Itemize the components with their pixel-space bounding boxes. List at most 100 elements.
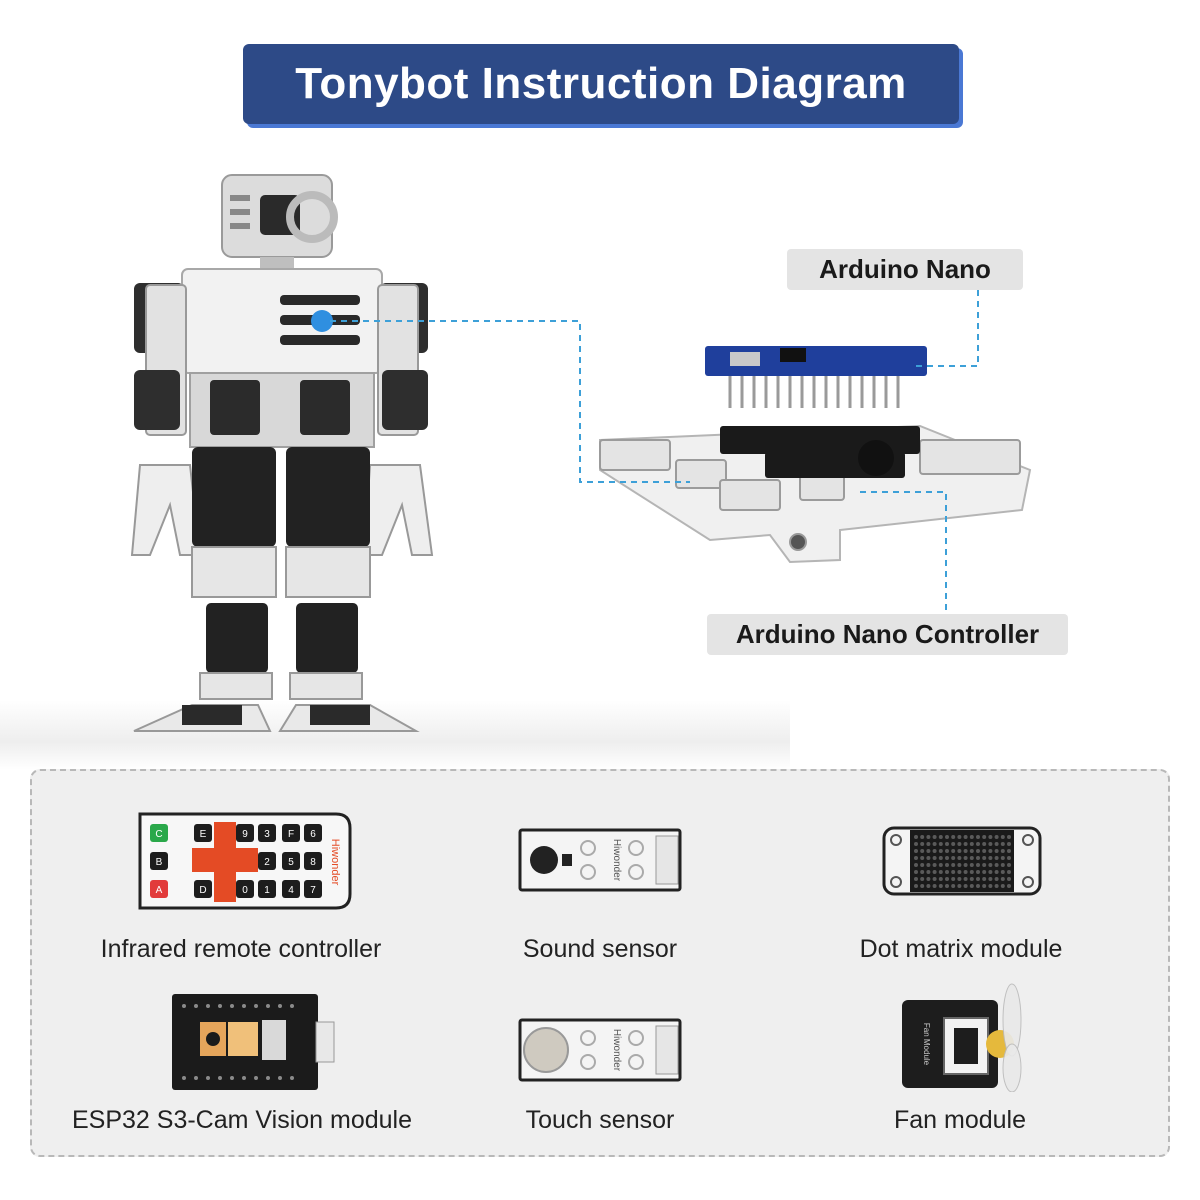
remote-key-label: 6 xyxy=(310,829,316,840)
matrix-dot xyxy=(957,856,962,860)
tonybot-robot xyxy=(120,165,440,745)
matrix-dot xyxy=(994,863,999,867)
matrix-dot xyxy=(1007,884,1011,888)
matrix-dot xyxy=(957,870,962,874)
matrix-dot xyxy=(1007,856,1011,860)
module-label-ir-remote: Infrared remote controller xyxy=(100,935,382,963)
matrix-dot xyxy=(1007,835,1011,839)
matrix-dot xyxy=(920,870,925,874)
matrix-dot xyxy=(920,856,925,860)
matrix-dot xyxy=(1007,842,1011,846)
matrix-dot xyxy=(951,849,956,853)
robot-illustration xyxy=(130,174,434,732)
module-label-camera: ESP32 S3-Cam Vision module xyxy=(72,1106,412,1134)
remote-key-label: 4 xyxy=(288,885,294,896)
remote-key xyxy=(236,880,254,898)
matrix-dot xyxy=(920,877,925,881)
matrix-dot xyxy=(988,849,993,853)
matrix-dot xyxy=(926,856,931,860)
matrix-dot xyxy=(945,856,949,860)
remote-key xyxy=(282,852,300,870)
matrix-dot xyxy=(932,877,937,881)
matrix-dot xyxy=(988,877,993,881)
matrix-dot xyxy=(938,877,943,881)
matrix-dot xyxy=(1000,863,1005,867)
matrix-dot xyxy=(945,842,949,846)
matrix-dot xyxy=(914,849,918,853)
matrix-dot xyxy=(963,856,968,860)
remote-key xyxy=(304,824,322,842)
title-banner: Tonybot Instruction Diagram xyxy=(243,44,959,124)
touch-sensor-icon: Hiwonder xyxy=(518,1018,682,1082)
matrix-dot xyxy=(969,884,974,888)
matrix-dot xyxy=(945,884,949,888)
touch-brand-text: Hiwonder xyxy=(611,1029,622,1072)
page-title: Tonybot Instruction Diagram xyxy=(295,59,907,108)
matrix-dot xyxy=(951,842,956,846)
remote-key-label: 1 xyxy=(264,885,270,896)
remote-key xyxy=(282,824,300,842)
label-arduino-nano-text: Arduino Nano xyxy=(819,254,991,284)
fan-module-illustration: Fan Module xyxy=(902,983,1022,1093)
matrix-dot xyxy=(969,863,974,867)
matrix-dot xyxy=(982,835,987,839)
robot-head xyxy=(221,174,338,271)
matrix-dot xyxy=(914,863,918,867)
matrix-dot xyxy=(938,849,943,853)
matrix-dot xyxy=(963,835,968,839)
arduino-nano-board xyxy=(705,346,927,376)
matrix-dot xyxy=(994,870,999,874)
matrix-dot xyxy=(982,877,987,881)
remote-key-label: 0 xyxy=(242,885,248,896)
fan-module-icon: Fan Module xyxy=(900,982,1032,1093)
matrix-dot xyxy=(1000,856,1005,860)
camera-module-icon xyxy=(170,992,336,1092)
matrix-dot xyxy=(951,877,956,881)
matrix-dot xyxy=(951,870,956,874)
matrix-dot xyxy=(988,884,993,888)
matrix-dot xyxy=(969,849,974,853)
remote-key xyxy=(150,880,168,898)
matrix-dot xyxy=(914,884,918,888)
matrix-dot xyxy=(994,842,999,846)
remote-key-label: B xyxy=(156,857,163,868)
remote-key-label: 2 xyxy=(264,857,270,868)
module-label-touch-sensor: Touch sensor xyxy=(525,1106,675,1134)
sound-sensor-icon: Hiwonder xyxy=(518,828,682,892)
controller-board-illustration xyxy=(599,346,1032,564)
matrix-dot xyxy=(969,856,974,860)
floor-shadow xyxy=(0,700,790,770)
module-label-sound-sensor: Sound sensor xyxy=(522,935,678,963)
remote-key xyxy=(258,824,276,842)
module-label-dot-matrix: Dot matrix module xyxy=(859,935,1063,963)
matrix-dot xyxy=(1000,849,1005,853)
matrix-dot xyxy=(926,870,931,874)
matrix-dot xyxy=(988,856,993,860)
matrix-dot xyxy=(982,863,987,867)
matrix-dot xyxy=(969,877,974,881)
remote-key-label: 8 xyxy=(310,857,316,868)
sound-sensor-illustration: Hiwonder xyxy=(518,828,682,892)
matrix-dot xyxy=(1007,849,1011,853)
matrix-dot xyxy=(976,856,980,860)
matrix-dot xyxy=(945,877,949,881)
matrix-dot xyxy=(932,856,937,860)
matrix-dot xyxy=(963,870,968,874)
matrix-dot xyxy=(945,849,949,853)
remote-key-label: 7 xyxy=(310,885,316,896)
module-label-fan: Fan module xyxy=(893,1106,1027,1134)
remote-key xyxy=(150,824,168,842)
matrix-dot xyxy=(926,884,931,888)
matrix-dot xyxy=(926,877,931,881)
matrix-dot xyxy=(988,870,993,874)
label-arduino-nano: Arduino Nano xyxy=(787,249,1023,290)
matrix-dot xyxy=(1000,835,1005,839)
dot-matrix-illustration xyxy=(882,826,1042,896)
matrix-dot xyxy=(945,863,949,867)
matrix-dot xyxy=(920,842,925,846)
matrix-dot xyxy=(957,863,962,867)
matrix-dot xyxy=(969,842,974,846)
matrix-dot xyxy=(920,835,925,839)
matrix-dot xyxy=(982,870,987,874)
